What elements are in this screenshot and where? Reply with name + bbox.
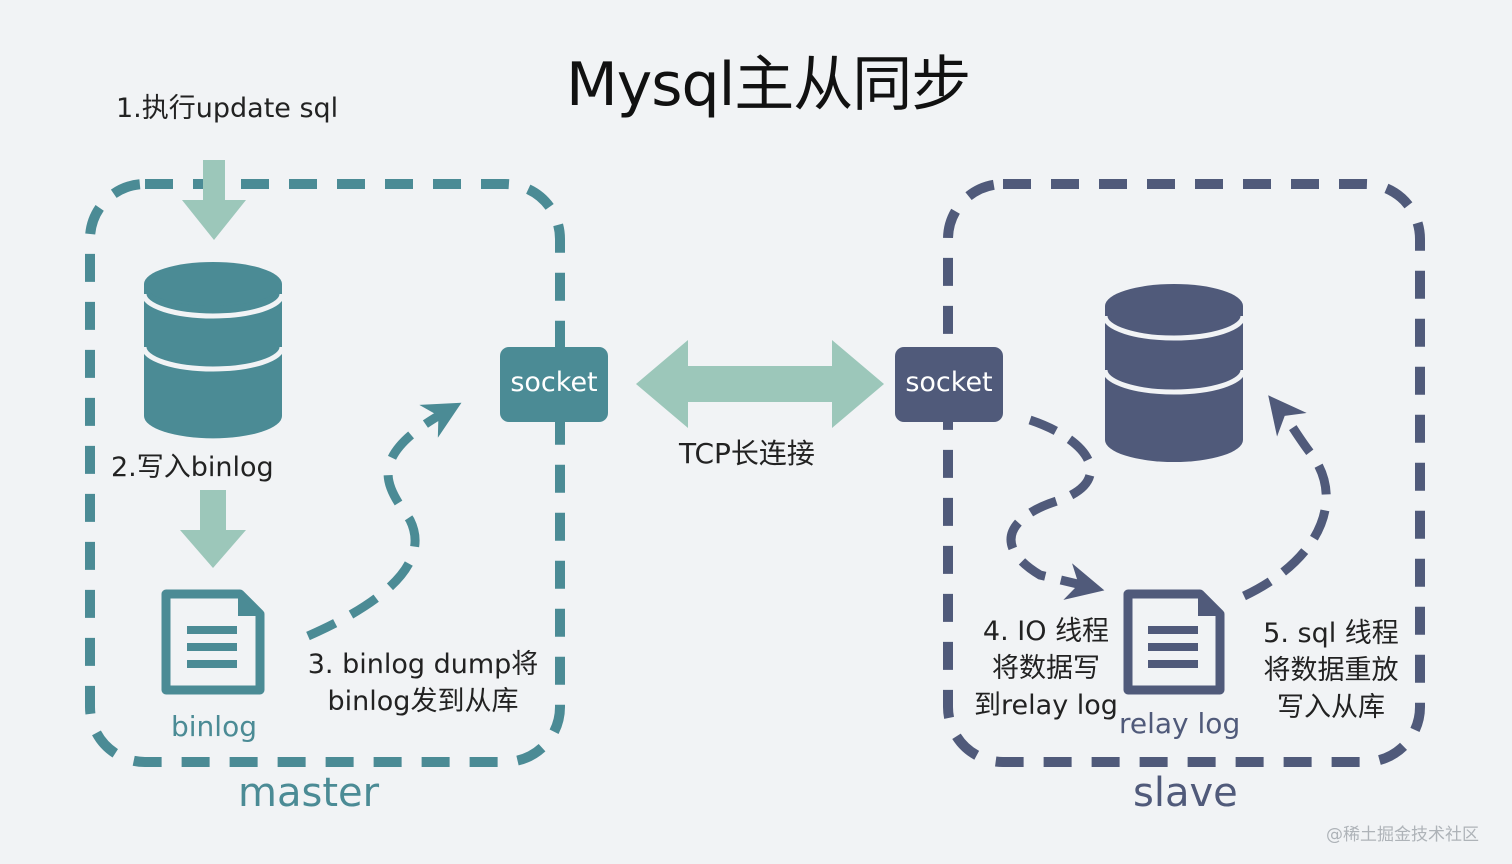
- master-file-label: binlog: [171, 710, 257, 743]
- dashed-curved-arrow-icon: [306, 402, 462, 641]
- watermark: @稀土掘金技术社区: [1326, 825, 1479, 845]
- dashed-curved-arrow-icon: [1242, 395, 1331, 601]
- master-socket: [500, 347, 608, 422]
- database-icon: [141, 262, 285, 439]
- master-box-label: master: [238, 770, 380, 816]
- slave-box-label: slave: [1133, 770, 1238, 816]
- slave-file-label: relay log: [1119, 707, 1241, 740]
- step3-line: binlog发到从库: [327, 686, 519, 717]
- step5-line: 5. sql 线程: [1263, 618, 1399, 649]
- step3-label: 3. binlog dump将 binlog发到从库: [304, 646, 542, 720]
- step5-line: 将数据重放: [1263, 655, 1399, 686]
- step4-line: 将数据写: [992, 653, 1100, 684]
- step1-label: 1.执行update sql: [116, 93, 339, 124]
- step5-line: 写入从库: [1277, 692, 1385, 723]
- page-title: Mysql主从同步: [566, 50, 971, 120]
- step4-line: 4. IO 线程: [982, 616, 1110, 647]
- arrow-down-icon: [180, 490, 246, 568]
- slave-socket-label: socket: [905, 367, 993, 398]
- double-arrow-icon: [636, 340, 884, 428]
- dashed-curved-arrow-icon: [1006, 415, 1105, 600]
- step5-label: 5. sql 线程 将数据重放 写入从库: [1248, 615, 1414, 726]
- master-box: [85, 179, 565, 767]
- database-icon: [1102, 284, 1246, 462]
- document-icon: [1123, 589, 1225, 695]
- master-socket-label: socket: [510, 367, 598, 398]
- step2-label: 2.写入binlog: [111, 452, 274, 483]
- tcp-connection-label: TCP长连接: [679, 437, 815, 470]
- step4-label: 4. IO 线程 将数据写 到relay log: [968, 613, 1124, 724]
- document-icon: [161, 589, 265, 695]
- slave-socket: [895, 347, 1003, 422]
- slave-box: [943, 179, 1425, 767]
- step3-line: 3. binlog dump将: [307, 649, 539, 680]
- step4-line: 到relay log: [974, 690, 1118, 721]
- arrow-down-icon: [182, 160, 246, 240]
